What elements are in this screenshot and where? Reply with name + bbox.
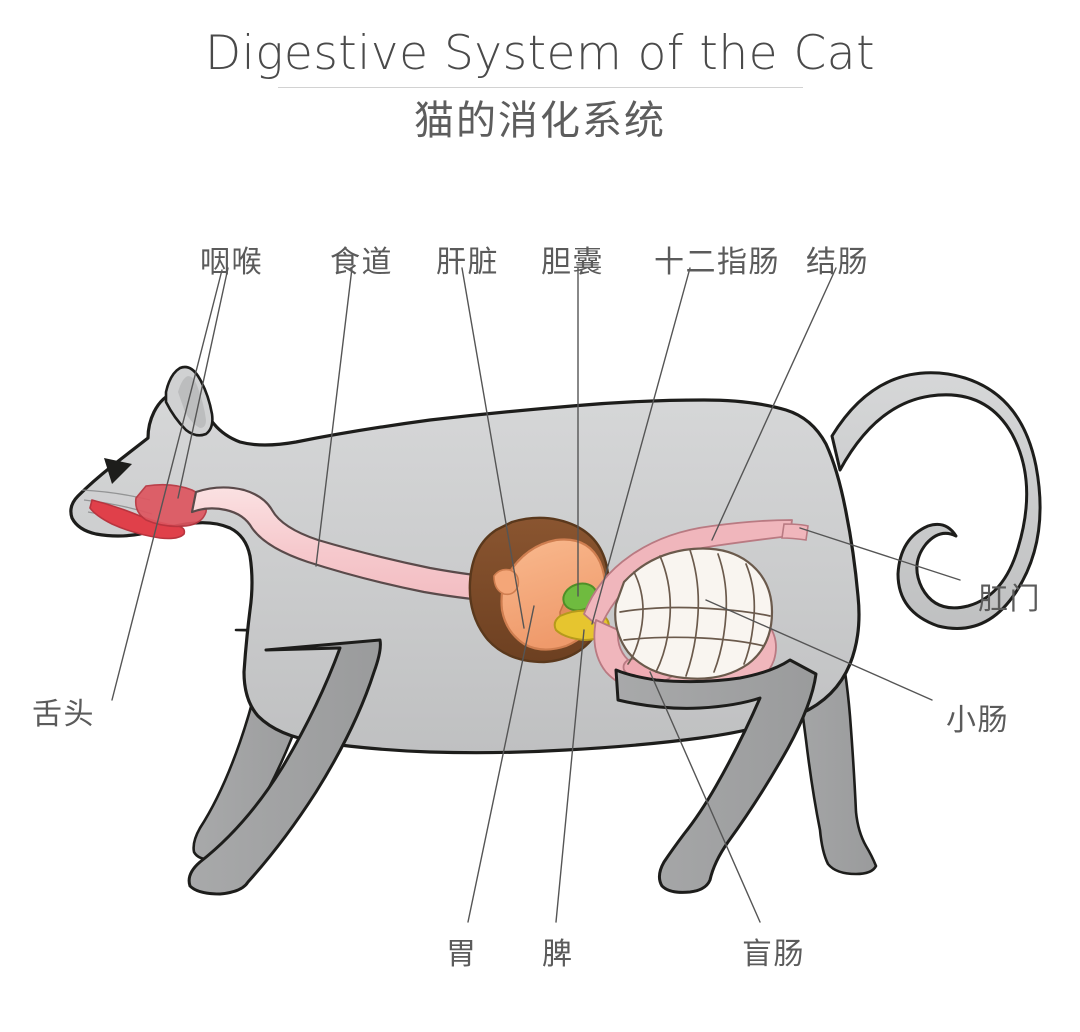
label-stomach: 胃: [446, 938, 478, 971]
page-title-chinese: 猫的消化系统: [414, 99, 666, 144]
label-liver: 肝脏: [436, 246, 499, 279]
page-title-english: Digestive System of the Cat: [204, 26, 876, 81]
label-spleen: 脾: [542, 938, 574, 971]
stomach-cardia: [493, 568, 520, 596]
title-divider: [277, 87, 803, 89]
pharynx: [134, 483, 208, 528]
label-anus: 肛门: [978, 583, 1041, 616]
leader-line-pharynx: [177, 267, 229, 499]
cat-ear-inner: [178, 376, 206, 428]
leader-line-liver: [461, 267, 525, 629]
label-small-intestine: 小肠: [946, 704, 1009, 737]
leader-line-colon: [711, 267, 837, 541]
label-duodenum: 十二指肠: [654, 246, 780, 279]
leader-line-cecum: [649, 671, 761, 923]
label-tongue: 舌头: [32, 698, 95, 731]
leader-line-stomach: [467, 605, 535, 923]
label-pharynx: 咽喉: [200, 246, 263, 279]
leader-line-tongue: [111, 269, 223, 701]
leader-line-spleen: [555, 629, 585, 923]
near-hind-leg: [614, 658, 818, 894]
label-gallbladder: 胆囊: [541, 246, 604, 279]
cat-eye: [104, 458, 132, 484]
label-cecum: 盲肠: [742, 938, 805, 971]
cat-tail: [830, 371, 1042, 630]
near-front-leg: [187, 638, 382, 896]
far-hind-leg: [768, 634, 878, 876]
tongue: [89, 499, 186, 540]
leader-line-small-intestine: [705, 599, 933, 701]
title-block: Digestive System of the Cat 猫的消化系统: [0, 26, 1080, 145]
leader-line-duodenum: [591, 267, 691, 625]
cat-near-legs: [187, 638, 818, 896]
small-intestine: [614, 547, 774, 680]
label-esophagus: 食道: [330, 246, 393, 279]
leader-line-anus: [799, 527, 961, 581]
label-colon: 结肠: [806, 246, 869, 279]
leader-line-esophagus: [315, 267, 353, 567]
